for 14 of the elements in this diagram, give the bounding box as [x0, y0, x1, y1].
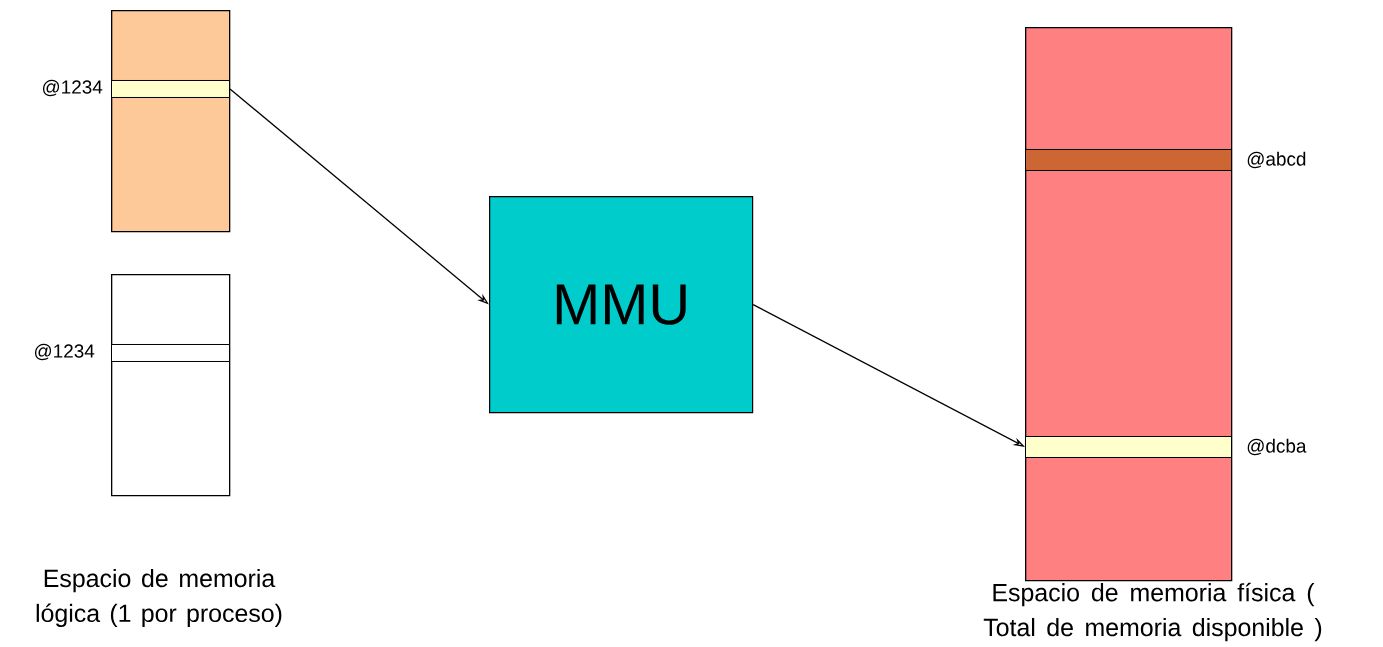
process-box: MMU: [489, 196, 754, 414]
memory-slot: [1025, 436, 1232, 458]
address-label: @1234: [35, 343, 95, 361]
memory-slot: [111, 344, 230, 362]
memory-block: [1025, 27, 1233, 582]
address-label: @abcd: [1247, 151, 1306, 169]
address-label: @1234: [43, 79, 103, 97]
caption: Espacio de memoria física ( Total de memoria disponible ): [983, 582, 1322, 642]
memory-block: [111, 10, 231, 233]
memory-slot: [111, 80, 230, 98]
memory-slot: [1025, 149, 1232, 171]
address-label: @dcba: [1247, 438, 1307, 456]
memory-block: [111, 274, 231, 497]
caption: Espacio de memoria lógica (1 por proceso): [36, 568, 282, 628]
